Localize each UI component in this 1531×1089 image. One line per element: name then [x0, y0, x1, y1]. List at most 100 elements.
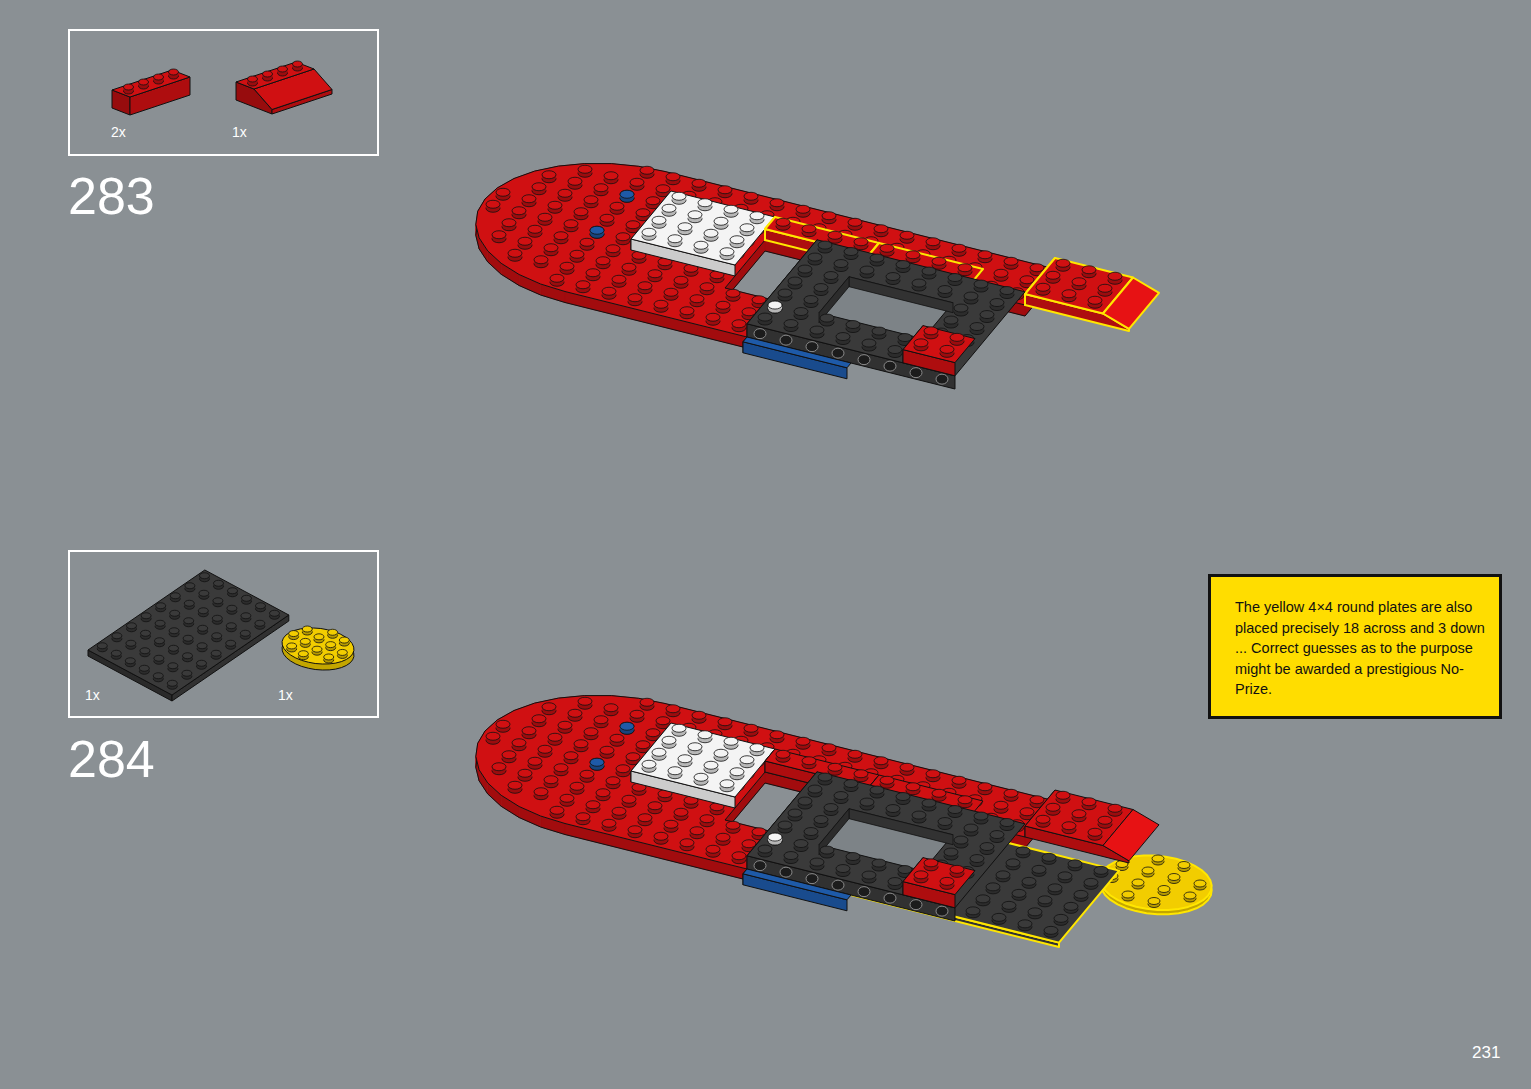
stud [492, 763, 506, 771]
stud [622, 263, 636, 271]
stud [836, 865, 850, 873]
stud [724, 737, 738, 745]
stud [692, 179, 706, 187]
stud [844, 780, 858, 788]
stud [1038, 896, 1052, 904]
stud [994, 801, 1008, 809]
stud [1006, 859, 1020, 867]
stud [804, 828, 818, 836]
stud [638, 814, 652, 822]
stud [534, 788, 548, 796]
stud [1030, 264, 1044, 272]
stud [287, 643, 297, 649]
stud [170, 593, 180, 599]
stud [854, 770, 868, 778]
stud [155, 638, 165, 644]
stud [646, 197, 660, 205]
stud [1004, 789, 1018, 797]
stud [576, 281, 590, 289]
stud [339, 637, 349, 643]
stud [1046, 803, 1060, 811]
stud [156, 603, 166, 609]
stud [604, 172, 618, 180]
stud [532, 715, 546, 723]
stud [1056, 791, 1070, 799]
stud [970, 855, 984, 863]
stud [200, 573, 210, 579]
stud [604, 704, 618, 712]
stud [576, 813, 590, 821]
stud [300, 638, 310, 644]
technic-hole [832, 880, 844, 890]
stud [950, 865, 964, 873]
stud [1184, 892, 1196, 899]
stud [742, 840, 756, 848]
stud [706, 313, 720, 321]
stud [213, 598, 223, 604]
stud [241, 613, 251, 619]
stud [820, 314, 834, 322]
stud [1158, 886, 1170, 893]
stud [700, 283, 714, 291]
stud [814, 816, 828, 824]
stud [293, 61, 303, 67]
stud [1098, 816, 1112, 824]
stud [810, 858, 824, 866]
stud [952, 244, 966, 252]
stud [1088, 828, 1102, 836]
stud [564, 752, 578, 760]
stud [508, 781, 522, 789]
stud [328, 629, 338, 635]
stud [974, 812, 988, 820]
stud [948, 274, 962, 282]
stud [1012, 889, 1026, 897]
brick-top [743, 869, 851, 900]
stud [640, 698, 654, 706]
stud [636, 209, 650, 217]
stud [154, 655, 164, 661]
technic-hole [884, 361, 896, 371]
stud [492, 231, 506, 239]
stud [648, 270, 662, 278]
stud [1084, 878, 1098, 886]
stud [518, 237, 532, 245]
stud [1022, 877, 1036, 885]
stud [980, 843, 994, 851]
stud [732, 320, 746, 328]
stud [558, 721, 572, 729]
stud [1122, 891, 1134, 898]
stud [564, 220, 578, 228]
stud [834, 260, 848, 268]
stud [502, 751, 516, 759]
stud [824, 272, 838, 280]
stud [758, 845, 772, 853]
stud [548, 733, 562, 741]
stud [242, 595, 252, 601]
stud [141, 630, 151, 636]
stud [528, 757, 542, 765]
stud [758, 313, 772, 321]
stud [704, 761, 718, 769]
stud [914, 339, 928, 347]
stud [620, 722, 634, 730]
stud [896, 793, 910, 801]
stud [155, 620, 165, 626]
frame-hole [819, 277, 953, 339]
stud [1132, 879, 1144, 886]
stud [652, 748, 666, 756]
stud [906, 783, 920, 791]
stud [924, 327, 938, 335]
stud [900, 763, 914, 771]
brick-top [903, 326, 975, 363]
stud [828, 231, 842, 239]
stud [662, 736, 676, 744]
round-plate-top [1100, 856, 1211, 910]
stud [606, 245, 620, 253]
stud [227, 605, 237, 611]
stud [127, 623, 137, 629]
stud [167, 680, 177, 686]
stud [240, 630, 250, 636]
stud [846, 321, 860, 329]
stud [1054, 914, 1068, 922]
brick-front [130, 77, 190, 115]
